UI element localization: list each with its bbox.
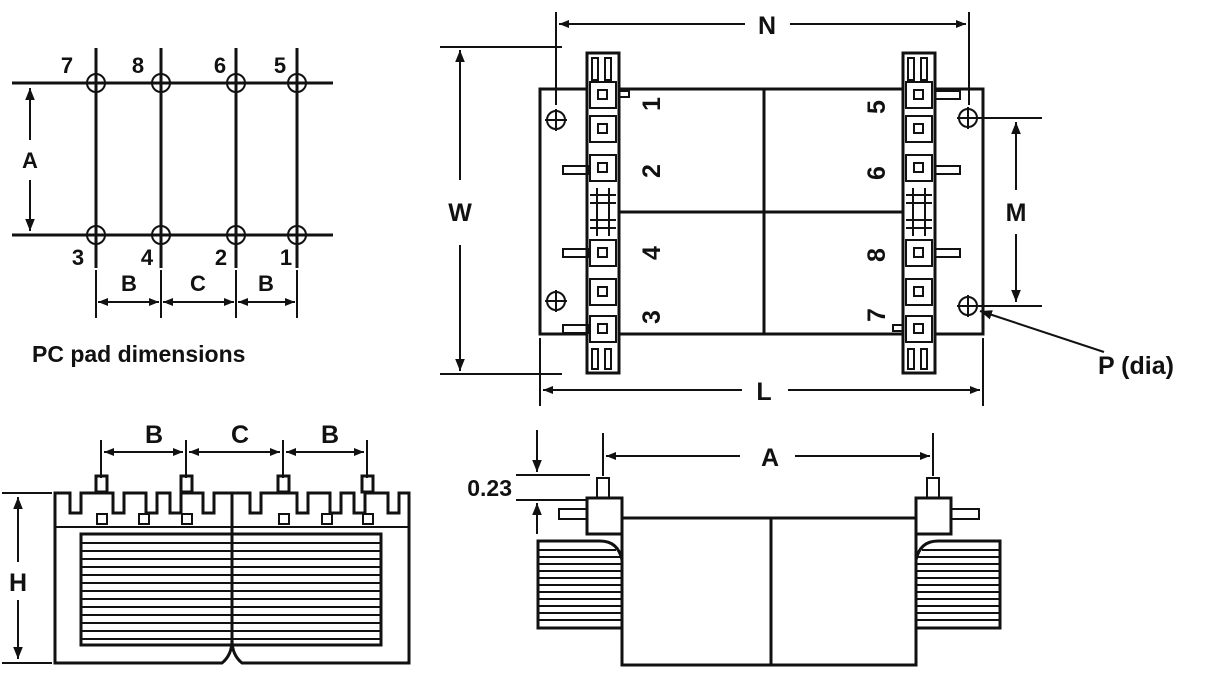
front-dim-a-label: A — [761, 444, 779, 472]
top-pin-8: 8 — [863, 248, 891, 262]
pc-pad-view: 7 8 6 5 3 4 2 1 A B C B PC pad dimension… — [12, 48, 333, 367]
right-pin-strip — [892, 51, 961, 375]
dim-h-label: H — [9, 569, 27, 597]
pad-holes — [86, 73, 307, 245]
top-pin-6: 6 — [863, 166, 891, 180]
pad-caption: PC pad dimensions — [32, 341, 245, 367]
pad-pin-5: 5 — [274, 53, 286, 78]
pad-dim-bcb-lines — [95, 270, 298, 318]
front-view: A 0.23 — [467, 430, 1002, 667]
side-winding-lines — [81, 542, 381, 640]
side-dim-c-label: C — [231, 421, 249, 449]
pad-dim-a-label: A — [22, 148, 38, 173]
pad-dim-b-left-label: B — [121, 271, 137, 296]
pad-pin-2: 2 — [215, 245, 227, 270]
top-view: N W — [440, 12, 1174, 406]
dim-offset-label: 0.23 — [467, 475, 512, 501]
dim-w-label: W — [448, 199, 472, 227]
side-view: B C B — [2, 421, 411, 665]
pad-dim-b-right-label: B — [258, 271, 274, 296]
dim-m-label: M — [1006, 199, 1027, 227]
top-pin-2: 2 — [638, 164, 666, 178]
pad-pin-1: 1 — [280, 245, 292, 270]
pad-pin-8: 8 — [132, 53, 144, 78]
mounting-holes — [545, 107, 979, 317]
top-pin-1: 1 — [638, 97, 666, 111]
dim-l-label: L — [756, 378, 771, 406]
dim-p-label: P (dia) — [1098, 352, 1174, 380]
top-pin-4: 4 — [638, 246, 666, 260]
top-pin-3: 3 — [638, 310, 666, 324]
pad-dim-c-label: C — [190, 271, 206, 296]
pad-pin-6: 6 — [214, 53, 226, 78]
top-core-body — [538, 87, 985, 336]
dim-n-label: N — [758, 12, 776, 40]
left-pin-strip — [562, 51, 630, 375]
pad-pin-4: 4 — [141, 245, 154, 270]
dim-p-leader — [979, 310, 1105, 353]
top-pin-5: 5 — [863, 100, 891, 114]
side-dim-b-left-label: B — [145, 421, 163, 449]
side-dim-b-right-label: B — [321, 421, 339, 449]
pad-pin-3: 3 — [72, 245, 84, 270]
front-core-body — [620, 516, 918, 667]
top-pin-7: 7 — [863, 308, 891, 322]
pad-pin-7: 7 — [61, 53, 73, 78]
